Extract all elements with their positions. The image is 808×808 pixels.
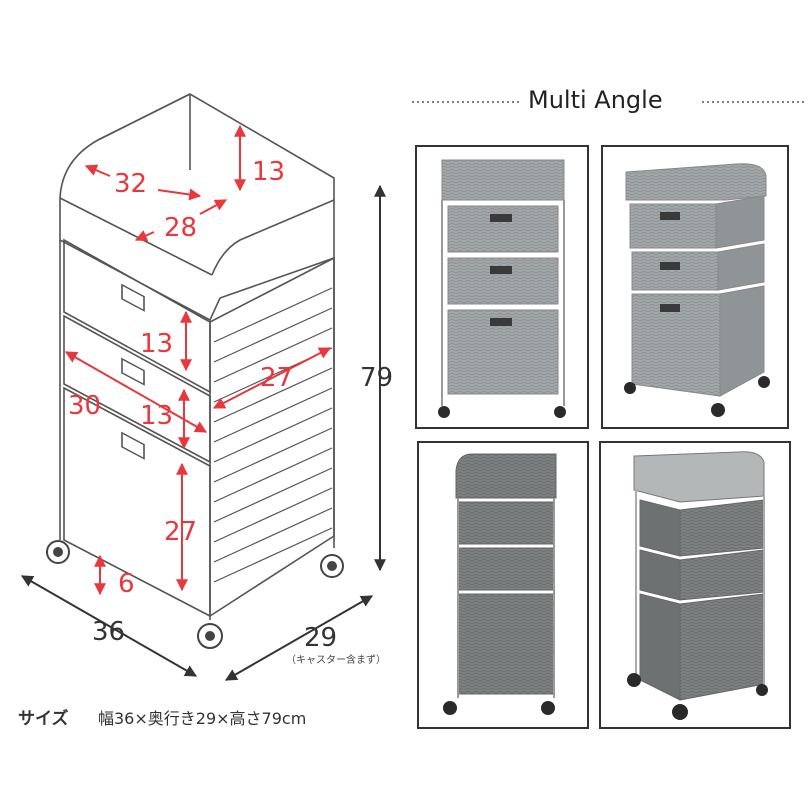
slats bbox=[213, 287, 333, 583]
dim-top-inner-width: 28 bbox=[164, 213, 197, 243]
caster-icons bbox=[46, 540, 344, 649]
caster-icon bbox=[627, 673, 641, 687]
caster-icon bbox=[624, 382, 636, 394]
dim-total-height: 79 bbox=[360, 363, 393, 393]
tray-right-front bbox=[211, 199, 335, 276]
arrow-drawer-depth bbox=[212, 347, 332, 409]
size-value: 幅36×奥行き29×高さ79cm bbox=[98, 709, 306, 728]
tray-outline bbox=[59, 93, 335, 322]
arrow-inner-width-right bbox=[199, 199, 228, 215]
dim-drawer3-height: 27 bbox=[164, 517, 197, 547]
caster-icon bbox=[756, 684, 768, 696]
caster-front-icon bbox=[197, 623, 223, 649]
arrow-top-width-right bbox=[157, 188, 202, 201]
tray-inner-top bbox=[97, 93, 191, 141]
overall-arrows bbox=[20, 184, 386, 681]
size-label: サイズ bbox=[18, 708, 69, 729]
caster-right-icon bbox=[320, 554, 344, 578]
photo-angle-dark bbox=[599, 441, 791, 729]
handle-icon bbox=[660, 262, 680, 270]
dim-top-width: 32 bbox=[114, 169, 147, 199]
right-face bbox=[209, 256, 335, 617]
dim-drawer-depth: 27 bbox=[260, 363, 293, 393]
photo-angle-light bbox=[601, 145, 789, 429]
caster-icon bbox=[541, 701, 555, 715]
dim-drawer-width: 30 bbox=[68, 391, 101, 421]
handle-icon bbox=[490, 214, 512, 222]
caster-icon bbox=[438, 406, 450, 418]
handle-icon bbox=[660, 212, 680, 220]
caster-icon bbox=[443, 701, 457, 715]
dim-drawer2-height: 13 bbox=[140, 401, 173, 431]
photo-front-light bbox=[415, 145, 589, 429]
caster-icon bbox=[711, 403, 725, 417]
dimension-arrows bbox=[64, 124, 332, 596]
dim-overall-depth: 29 bbox=[304, 623, 337, 653]
handle-icon bbox=[490, 318, 512, 326]
arrow-top-width bbox=[84, 164, 111, 177]
dim-top-depth: 13 bbox=[252, 157, 285, 187]
caster-icon bbox=[554, 406, 566, 418]
handle-1 bbox=[121, 283, 145, 312]
handle-3 bbox=[121, 431, 145, 460]
photo-back-dark bbox=[417, 441, 589, 729]
arrow-overall-width bbox=[20, 575, 198, 677]
handle-icon bbox=[490, 266, 512, 274]
multi-angle-title: Multi Angle bbox=[528, 86, 663, 114]
handle-2 bbox=[121, 357, 145, 386]
dim-leg-height: 6 bbox=[118, 569, 135, 599]
handle-icon bbox=[660, 304, 680, 312]
arrow-overall-depth bbox=[224, 595, 374, 681]
dim-overall-width: 36 bbox=[92, 617, 125, 647]
dim-drawer1-height: 13 bbox=[140, 329, 173, 359]
dim-caster-note: （キャスター含まず） bbox=[286, 653, 386, 666]
caster-front-left-icon bbox=[46, 540, 70, 564]
line-drawing bbox=[59, 93, 335, 620]
arrow-inner-width bbox=[134, 230, 155, 242]
caster-icon bbox=[672, 704, 688, 720]
caster-icon bbox=[758, 376, 770, 388]
